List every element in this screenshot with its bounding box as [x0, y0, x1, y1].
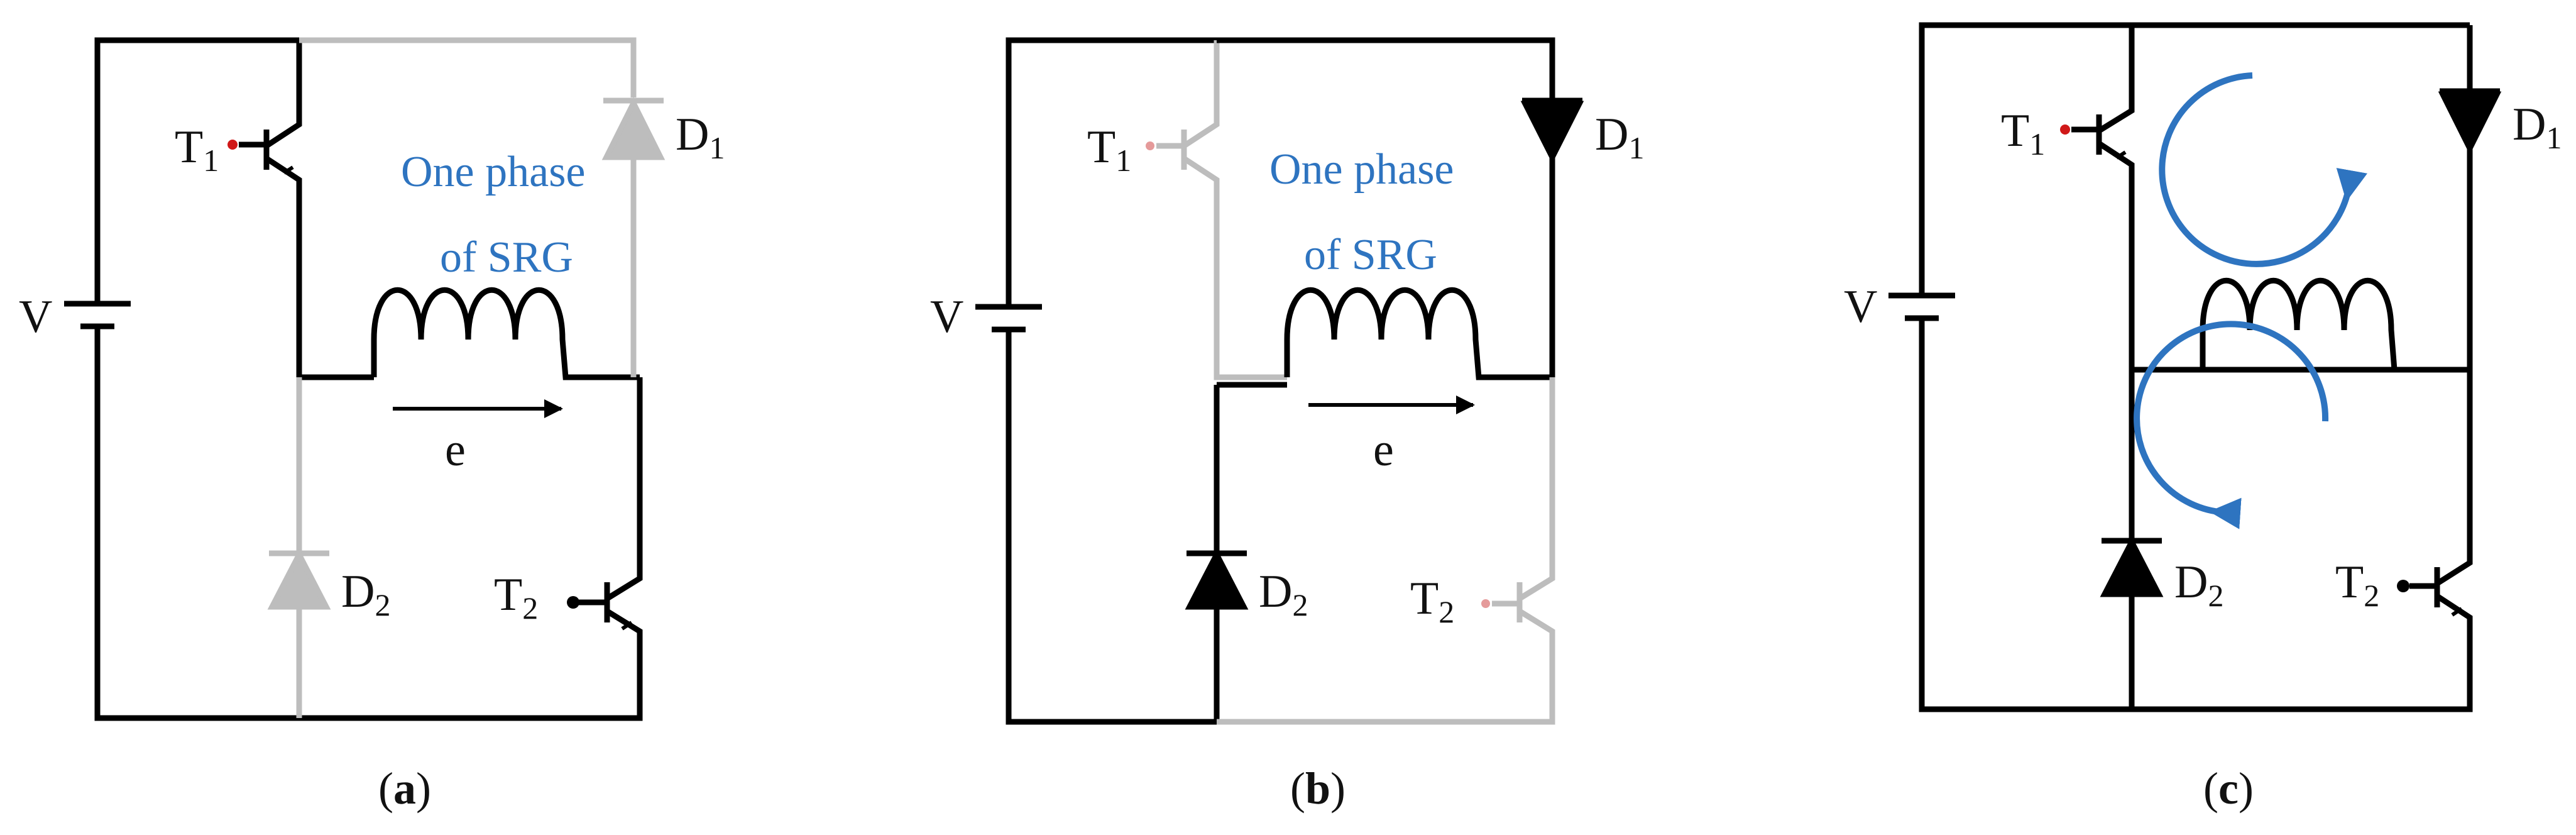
t1-gate-dot: [227, 140, 238, 150]
t1-gate-dot: [1146, 141, 1154, 150]
diode-d2: [1185, 385, 1249, 722]
panel-c: V T1 D1 D2 T2 (c): [1844, 22, 2562, 814]
lower-current-loop-arrow: [2134, 321, 2329, 529]
annotation-of-srg: of SRG: [1304, 231, 1437, 279]
phase-winding: [371, 287, 640, 380]
label-d1: D1: [1595, 109, 1644, 165]
t1-gate-dot: [2060, 124, 2070, 135]
label-d2: D2: [2174, 556, 2223, 613]
t2-gate-dot: [2397, 580, 2409, 592]
panel-a: V T1 D1 D2 T2 One phase of SRG e (a): [19, 37, 725, 814]
label-t2: T2: [2335, 556, 2379, 613]
label-d1: D1: [2513, 99, 2562, 155]
label-d2: D2: [1259, 566, 1308, 622]
source-label-v: V: [1844, 281, 1877, 333]
transistor-t2: [2409, 370, 2473, 635]
label-t1: T1: [2001, 105, 2045, 162]
label-t2: T2: [494, 569, 538, 626]
label-d1: D1: [676, 109, 725, 165]
diode-d1: [1217, 37, 1584, 377]
label-t2: T2: [1410, 573, 1454, 629]
transistor-t2: [1217, 377, 1555, 725]
phase-winding: [1217, 287, 1552, 388]
transistor-t2: [578, 377, 643, 643]
t2-gate-dot: [1481, 599, 1490, 608]
caption-c: (c): [2203, 763, 2254, 814]
transistor-t1: [1156, 40, 1287, 380]
caption-b: (b): [1290, 763, 1346, 814]
annotation-of-srg: of SRG: [440, 233, 573, 282]
dc-source-loop: [64, 37, 643, 721]
diode-d2: [2100, 370, 2164, 709]
source-label-v: V: [19, 291, 52, 343]
diode-d1: [2438, 25, 2502, 370]
arrow-label-e: e: [445, 424, 466, 476]
transistor-t1: [239, 40, 374, 380]
label-t1: T1: [1087, 121, 1131, 178]
diode-d1: [299, 37, 666, 377]
panel-b: V T1 D1 D2 T2 One phase of SRG e (b): [930, 37, 1644, 814]
source-label-v: V: [930, 291, 963, 343]
dc-source-loop: [1888, 22, 2473, 712]
transistor-t1: [2071, 25, 2135, 370]
phase-winding: [2132, 278, 2470, 373]
arrow-label-e: e: [1373, 424, 1394, 476]
dc-source-loop: [975, 37, 1217, 725]
label-d2: D2: [341, 566, 390, 622]
t2-gate-dot: [567, 596, 579, 609]
diode-d2: [267, 377, 331, 718]
annotation-one-phase: One phase: [401, 148, 586, 196]
upper-current-loop-arrow: [2159, 72, 2368, 267]
caption-a: (a): [378, 763, 431, 814]
annotation-one-phase: One phase: [1269, 145, 1454, 194]
label-t1: T1: [175, 121, 219, 178]
